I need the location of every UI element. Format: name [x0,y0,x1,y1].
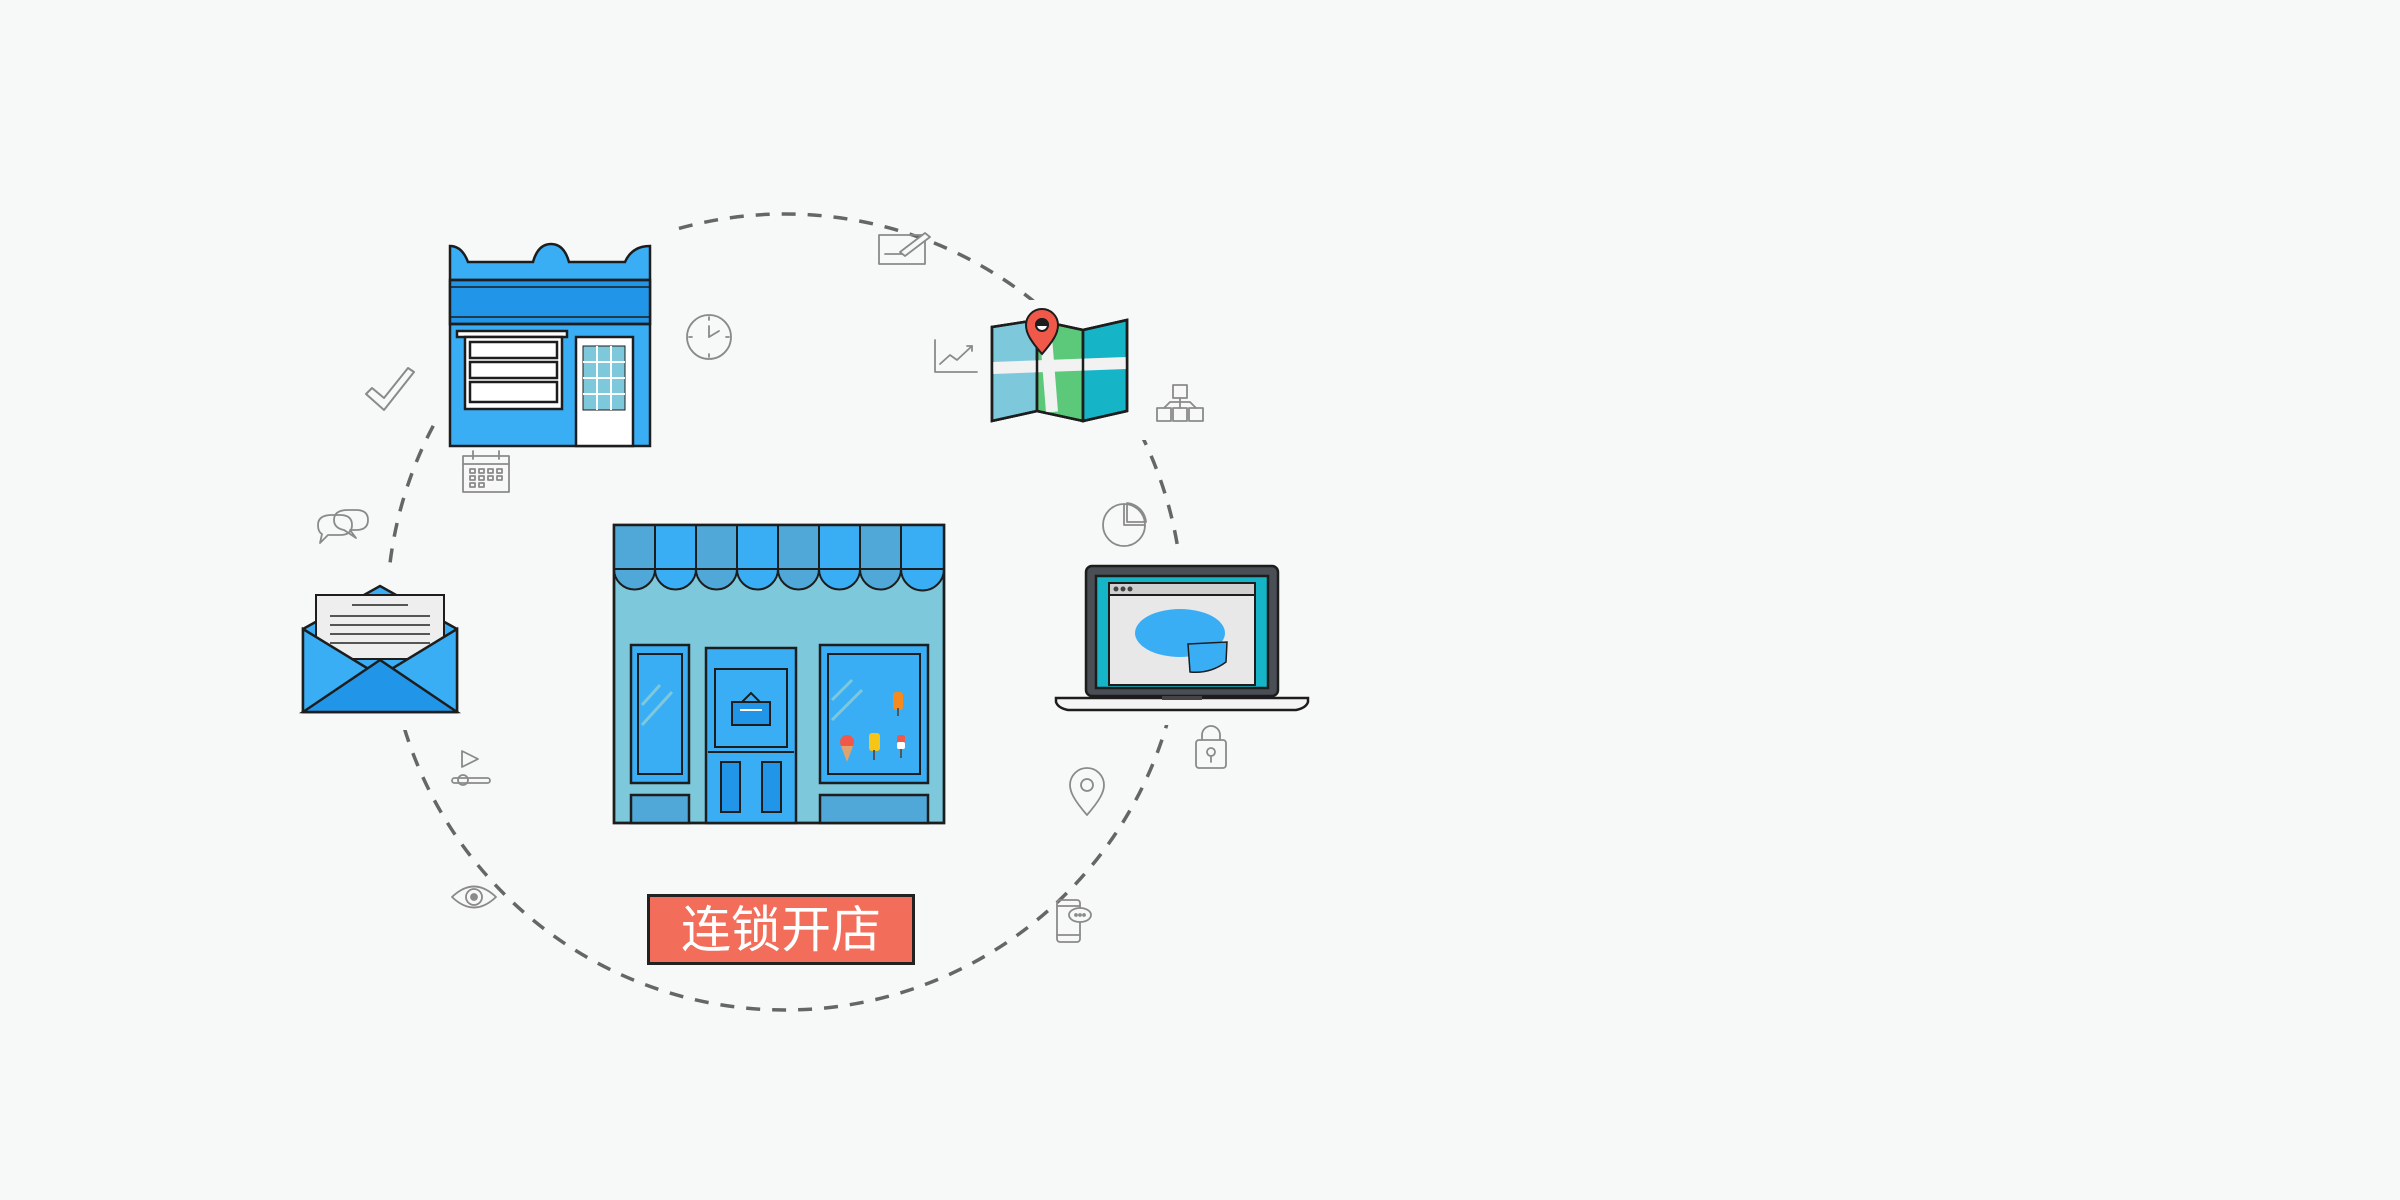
calendar-icon [462,450,510,493]
shop-building-icon [448,242,652,448]
play-slider-icon [451,750,491,786]
location-pin-icon [1069,767,1105,816]
storefront-icon [612,523,946,825]
signature-icon [878,232,931,265]
pie-chart-icon [1102,502,1147,547]
envelope-icon [298,584,462,714]
laptop-icon [1054,564,1310,712]
mobile-message-icon [1056,899,1092,943]
caption-label: 连锁开店 [647,894,915,965]
org-chart-icon [1156,384,1204,422]
checkmark-icon [365,367,415,411]
map-pin-icon [1024,308,1060,356]
folded-map-icon [990,318,1129,423]
eye-icon [451,885,497,909]
padlock-icon [1195,725,1227,769]
clock-icon [686,314,732,360]
chat-bubbles-icon [317,509,369,544]
trend-chart-icon [934,339,978,373]
